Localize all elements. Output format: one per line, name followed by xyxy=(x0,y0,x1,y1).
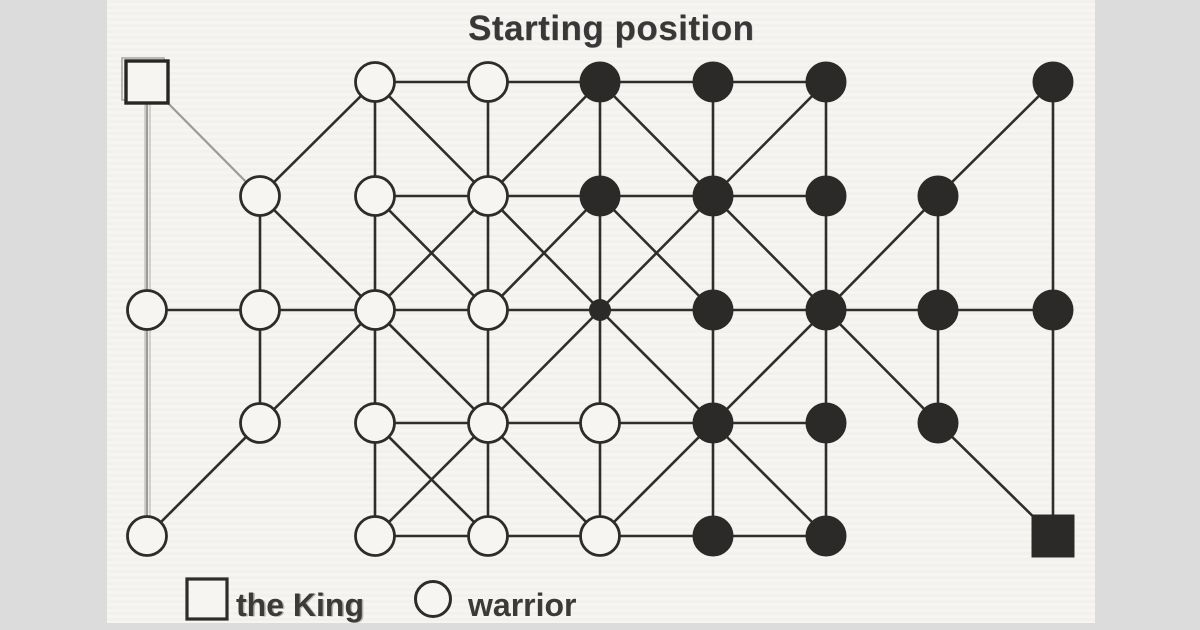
edge-c5r1-c6r2 xyxy=(711,194,828,312)
white-warrior-c3r1[interactable] xyxy=(467,175,509,217)
edge-c6r2-c7r3 xyxy=(824,308,940,425)
black-warrior-c5r0[interactable] xyxy=(692,61,734,103)
black-warrior-c6r0[interactable] xyxy=(805,61,847,103)
black-warrior-c6r2[interactable] xyxy=(805,289,847,331)
white-warrior-c2r0[interactable] xyxy=(354,61,396,103)
white-king-piece[interactable] xyxy=(124,59,170,105)
white-warrior-c4r3[interactable] xyxy=(579,402,621,444)
black-warrior-c6r1[interactable] xyxy=(805,175,847,217)
edge-c4r0-c5r1 xyxy=(598,80,715,198)
white-warrior-c3r3[interactable] xyxy=(467,402,509,444)
edge-c4r1-c5r2 xyxy=(598,194,715,312)
white-warrior-c4r4[interactable] xyxy=(579,515,621,557)
white-warrior-c3r2[interactable] xyxy=(467,289,509,331)
edge-c1r3-c0r4 xyxy=(145,421,262,538)
edge-c6r0-c5r1 xyxy=(711,80,828,198)
edge-c3r3-c2r4 xyxy=(373,421,490,538)
black-warrior-c4r0[interactable] xyxy=(579,61,621,103)
page-title: Starting position xyxy=(468,9,755,48)
black-warrior-c6r4[interactable] xyxy=(805,515,847,557)
edge-c2r0-c3r1 xyxy=(373,80,490,198)
edge-c4r0-c3r1 xyxy=(486,80,602,198)
black-warrior-c5r1[interactable] xyxy=(692,175,734,217)
black-warrior-c8r0[interactable] xyxy=(1032,61,1074,103)
edge-c4r2-c3r3 xyxy=(486,308,602,425)
king-square-icon xyxy=(185,577,229,621)
black-king-piece[interactable] xyxy=(1031,514,1075,558)
white-warrior-c2r1[interactable] xyxy=(354,175,396,217)
edge-c2r0-c1r1 xyxy=(258,80,377,198)
black-warrior-c5r3[interactable] xyxy=(692,402,734,444)
edge-c8r0-c7r1 xyxy=(936,80,1055,198)
white-warrior-c1r1[interactable] xyxy=(239,175,281,217)
edge-c2r2-c3r3 xyxy=(373,308,490,425)
white-warrior-c0r2[interactable] xyxy=(126,289,168,331)
edge-c3r3-c4r4 xyxy=(486,421,602,538)
white-warrior-c2r3[interactable] xyxy=(354,402,396,444)
black-warrior-c5r2[interactable] xyxy=(692,289,734,331)
edge-c7r1-c6r2 xyxy=(824,194,940,312)
edge-c5r3-c4r4 xyxy=(598,421,715,538)
white-warrior-c0r4[interactable] xyxy=(126,515,168,557)
edge-c2r2-c1r3 xyxy=(258,308,377,425)
white-warrior-c2r4[interactable] xyxy=(354,515,396,557)
edge-c5r3-c6r4 xyxy=(711,421,828,538)
white-warrior-c3r4[interactable] xyxy=(467,515,509,557)
edge-c6r2-c5r3 xyxy=(711,308,828,425)
edge-c3r1-c4r2 xyxy=(486,194,602,312)
black-warrior-c5r4[interactable] xyxy=(692,515,734,557)
white-warrior-c3r0[interactable] xyxy=(467,61,509,103)
white-warrior-c1r3[interactable] xyxy=(239,402,281,444)
black-warrior-c6r3[interactable] xyxy=(805,402,847,444)
king-legend-label: the King xyxy=(236,587,364,623)
center-junction[interactable] xyxy=(589,299,611,321)
edge-c1r1-c2r2 xyxy=(258,194,377,312)
white-warrior-c1r2[interactable] xyxy=(239,289,281,331)
black-warrior-c7r3[interactable] xyxy=(917,402,959,444)
warrior-circle-icon xyxy=(414,580,452,618)
edge-c2r1-c3r2 xyxy=(373,194,490,312)
white-warrior-c2r2[interactable] xyxy=(354,289,396,331)
black-warrior-c4r1[interactable] xyxy=(579,175,621,217)
black-warrior-c8r2[interactable] xyxy=(1032,289,1074,331)
black-warrior-c7r2[interactable] xyxy=(917,289,959,331)
edge-c4r2-c5r3 xyxy=(598,308,715,425)
warrior-legend-label: warrior xyxy=(468,587,577,623)
black-warrior-c7r1[interactable] xyxy=(917,175,959,217)
